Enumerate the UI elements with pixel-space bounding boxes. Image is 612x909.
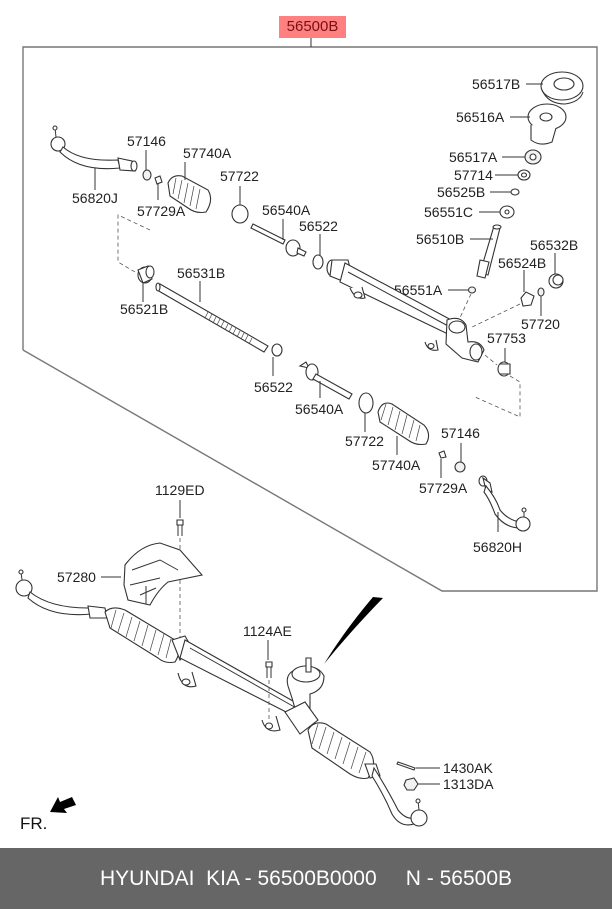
callout-56517A[interactable]: 56517A — [449, 149, 498, 165]
callout-56522-top[interactable]: 56522 — [299, 218, 338, 234]
callout-56516A[interactable]: 56516A — [456, 109, 505, 125]
callout-56522-bottom[interactable]: 56522 — [254, 379, 293, 395]
callout-57753[interactable]: 57753 — [487, 330, 526, 346]
nut-1313DA-drawing[interactable] — [403, 777, 419, 791]
callout-56510B[interactable]: 56510B — [416, 231, 464, 247]
callout-57720[interactable]: 57720 — [521, 316, 560, 332]
part-56522-bottom-drawing[interactable] — [271, 343, 283, 357]
callout-56525B[interactable]: 56525B — [437, 184, 485, 200]
steering-gear-assembly-drawing[interactable] — [104, 607, 428, 827]
view-direction-arrow-icon — [324, 597, 383, 664]
exploded-parts-diagram: 56517B 56516A 56517A 57714 56525B 56551C… — [15, 38, 598, 833]
part-57740A-left-drawing[interactable] — [167, 175, 212, 214]
part-56517A-drawing[interactable] — [524, 149, 542, 165]
callout-57740A-left[interactable]: 57740A — [183, 145, 232, 161]
callout-57280[interactable]: 57280 — [57, 569, 96, 585]
part-56525B-drawing[interactable] — [510, 188, 520, 196]
callout-1313DA[interactable]: 1313DA — [443, 776, 494, 792]
part-number-footer: HYUNDAI KIA - 56500B0000 N - 56500B — [0, 848, 612, 909]
callout-56820J[interactable]: 56820J — [72, 190, 118, 206]
part-56516A-drawing[interactable] — [527, 103, 567, 145]
callout-56820H[interactable]: 56820H — [473, 539, 522, 555]
tie-rod-end-left-drawing[interactable] — [15, 569, 108, 619]
part-57740A-right-drawing[interactable] — [377, 402, 430, 446]
callout-1430AK[interactable]: 1430AK — [443, 760, 493, 776]
part-56820J-drawing[interactable] — [50, 125, 138, 172]
part-57729A-left-drawing[interactable] — [154, 175, 163, 185]
callout-56540A-bottom[interactable]: 56540A — [295, 401, 344, 417]
callout-57722-left[interactable]: 57722 — [220, 168, 259, 184]
part-56532B-drawing[interactable] — [548, 273, 564, 289]
callout-56551A[interactable]: 56551A — [394, 282, 443, 298]
bolt-1129ED-drawing[interactable] — [176, 519, 184, 536]
part-56521B-drawing[interactable] — [137, 265, 155, 284]
part-56820H-drawing[interactable] — [478, 475, 531, 532]
callout-56517B[interactable]: 56517B — [472, 76, 520, 92]
rack-housing-drawing[interactable] — [326, 259, 485, 363]
callout-57722-right[interactable]: 57722 — [345, 433, 384, 449]
part-56510B-drawing[interactable] — [476, 224, 502, 279]
part-57720-drawing[interactable] — [537, 287, 545, 297]
part-57146-right-drawing[interactable] — [454, 461, 466, 473]
callout-57714[interactable]: 57714 — [454, 167, 493, 183]
part-56540A-bottom-drawing[interactable] — [298, 361, 353, 400]
callout-57146-left[interactable]: 57146 — [127, 133, 166, 149]
callout-56531B[interactable]: 56531B — [177, 265, 225, 281]
front-direction-arrow-icon — [50, 797, 76, 813]
callout-1124AE[interactable]: 1124AE — [243, 623, 292, 639]
bolt-1124AE-drawing[interactable] — [265, 661, 273, 678]
split-pin-1430AK-drawing[interactable] — [396, 761, 416, 771]
part-57146-left-drawing[interactable] — [142, 169, 152, 181]
callout-56524B[interactable]: 56524B — [498, 255, 546, 271]
part-56540A-top-drawing[interactable] — [250, 223, 307, 257]
part-57722-right-drawing[interactable] — [358, 392, 374, 414]
part-57714-drawing[interactable] — [517, 169, 531, 181]
part-56531B-drawing[interactable] — [155, 282, 269, 353]
part-57722-left-drawing[interactable] — [231, 204, 249, 224]
part-56517B-drawing[interactable] — [540, 71, 584, 105]
callout-56532B[interactable]: 56532B — [530, 237, 578, 253]
part-56551A-drawing[interactable] — [467, 286, 477, 294]
heat-shield-57280-drawing[interactable] — [123, 542, 204, 606]
callout-1129ED[interactable]: 1129ED — [155, 482, 205, 498]
front-direction-label: FR. — [20, 814, 47, 833]
callout-56540A-top[interactable]: 56540A — [262, 202, 311, 218]
assembly-code-badge[interactable]: 56500B — [279, 16, 346, 38]
callout-57146-right[interactable]: 57146 — [441, 425, 480, 441]
assembly-frame — [22, 46, 598, 592]
callout-57729A-right[interactable]: 57729A — [419, 480, 468, 496]
part-56522-top-drawing[interactable] — [312, 254, 324, 270]
callout-56551C[interactable]: 56551C — [424, 204, 473, 220]
part-57729A-right-drawing[interactable] — [438, 450, 447, 459]
callout-56521B[interactable]: 56521B — [120, 301, 168, 317]
part-56524B-drawing[interactable] — [520, 291, 535, 307]
part-56551C-drawing[interactable] — [499, 205, 515, 219]
callout-57729A-left[interactable]: 57729A — [137, 203, 186, 219]
part-57753-drawing[interactable] — [497, 361, 511, 377]
callout-57740A-right[interactable]: 57740A — [372, 457, 421, 473]
